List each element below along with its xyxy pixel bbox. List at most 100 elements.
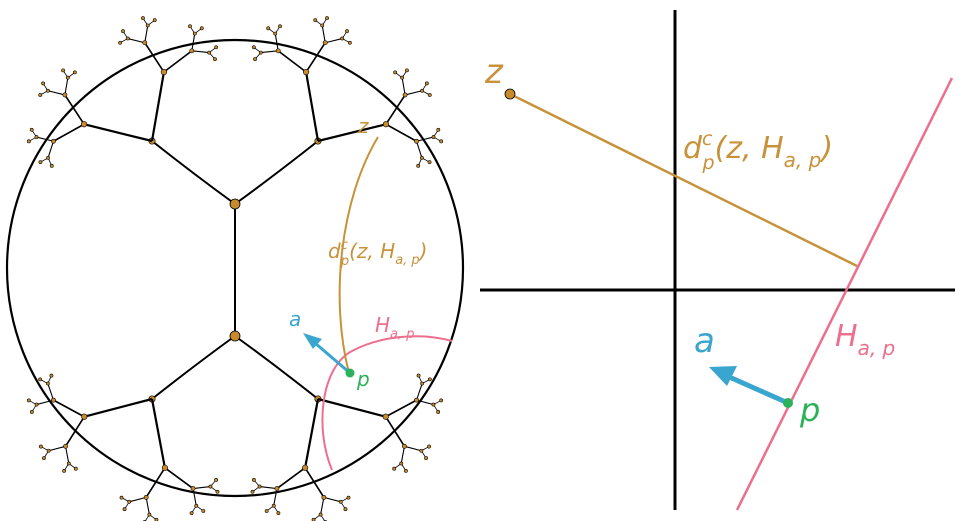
tree-edge	[317, 397, 386, 418]
tree-edge	[151, 335, 236, 400]
tree-node	[257, 484, 262, 489]
tree-node	[338, 499, 343, 504]
point-p-left	[345, 368, 355, 378]
tree-node	[189, 48, 195, 54]
tree-node	[208, 484, 213, 489]
halfspace-boundary-right	[735, 77, 954, 511]
tree-edge	[192, 488, 197, 506]
tree-node	[121, 29, 125, 34]
tree-node	[420, 381, 425, 386]
tree-edge	[191, 33, 196, 51]
tree-node	[63, 443, 68, 449]
point-p-right	[783, 398, 793, 408]
tree-node	[34, 402, 39, 407]
tree-node	[321, 494, 327, 500]
tree-edge	[144, 42, 165, 73]
tree-node	[143, 494, 149, 500]
tree-node	[427, 160, 432, 165]
tree-edge	[64, 77, 69, 96]
tree-node	[264, 509, 269, 513]
label-z-right: z	[484, 52, 504, 92]
tree-node	[73, 466, 78, 471]
distance-geodesic-left	[338, 136, 379, 374]
tree-node	[402, 443, 407, 449]
tree-node	[382, 121, 390, 128]
tree-edge	[416, 136, 434, 142]
tree-node	[45, 381, 50, 386]
tree-node	[46, 88, 50, 93]
tree-node	[258, 50, 263, 55]
tree-edge	[416, 141, 423, 159]
tree-node	[127, 499, 132, 504]
tree-node	[345, 29, 349, 34]
tree-node	[273, 31, 278, 36]
tree-node	[251, 45, 256, 50]
tree-edge	[53, 123, 85, 142]
tree-edge	[234, 140, 319, 205]
tree-node	[62, 468, 66, 473]
tree-edge	[276, 467, 306, 490]
tree-node	[215, 489, 220, 494]
tree-node	[152, 18, 157, 23]
tree-subtrees	[26, 16, 444, 521]
tree-edge	[416, 383, 423, 401]
normal-vector-a-right	[725, 373, 790, 406]
tree-edge	[83, 123, 153, 143]
label-halfspace-right: Ha, p	[835, 319, 895, 360]
tree-node	[66, 461, 71, 466]
tree-node	[29, 410, 34, 414]
tree-node	[325, 16, 329, 21]
tree-node	[207, 50, 212, 55]
tree-node	[192, 31, 197, 36]
tree-node	[427, 93, 432, 97]
tree-node	[431, 402, 436, 407]
tree-node	[266, 26, 271, 31]
tree-node	[271, 503, 276, 508]
tree-node	[420, 156, 424, 160]
tree-node	[147, 512, 152, 517]
tree-edge	[385, 123, 417, 142]
tree-node	[46, 448, 51, 453]
tree-node	[122, 507, 127, 512]
tree-edge	[274, 33, 279, 51]
tree-edge	[304, 71, 320, 142]
tree-node	[189, 511, 194, 516]
label-a-right: a	[694, 321, 715, 361]
tree-node	[416, 163, 421, 168]
point-z-right	[504, 88, 516, 100]
tree-node	[161, 464, 168, 471]
tree-node	[39, 444, 43, 449]
tree-edge	[325, 37, 343, 44]
tree-node	[253, 57, 257, 62]
tree-node	[154, 517, 159, 521]
tree	[151, 140, 319, 400]
arrowhead-icon	[709, 366, 737, 386]
tree-node	[414, 397, 419, 403]
tree-edge	[36, 399, 54, 406]
label-halfspace-left: Ha, p	[375, 313, 415, 342]
tree-node	[214, 45, 219, 50]
tree-node	[275, 48, 281, 54]
tree-node	[213, 57, 217, 62]
tree-node	[347, 40, 352, 45]
tree-node	[400, 75, 405, 80]
tree-node	[405, 68, 409, 73]
tree-node	[46, 156, 50, 160]
tree-node	[392, 466, 397, 471]
tree-edge	[259, 486, 278, 490]
tree-edge	[84, 397, 153, 418]
tree-node	[251, 478, 256, 482]
tree-node	[142, 40, 148, 46]
label-p-right: p	[799, 391, 820, 429]
tree-edge	[385, 399, 417, 418]
tree-node	[419, 448, 424, 453]
tree-edge	[401, 77, 406, 96]
tree-edge	[404, 90, 423, 96]
tree-edge	[64, 416, 85, 447]
tree-edge	[145, 467, 166, 498]
tree-edge	[273, 488, 278, 506]
tree-node	[38, 93, 43, 97]
